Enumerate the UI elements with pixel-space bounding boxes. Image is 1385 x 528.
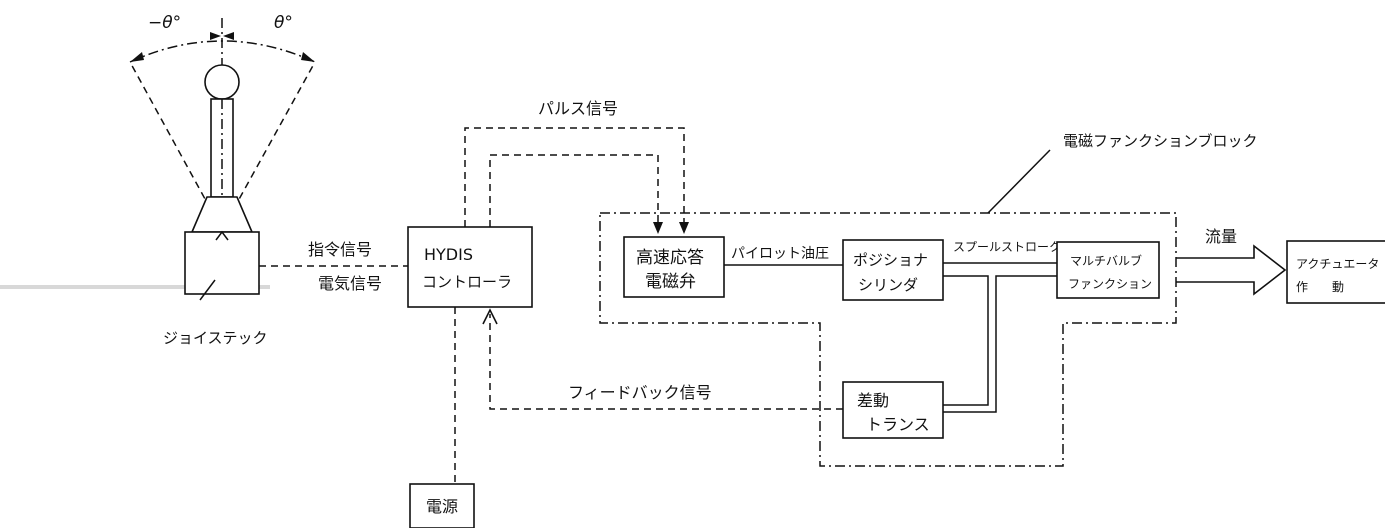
joystick-left-limit — [129, 61, 223, 231]
joystick-swing-arc — [129, 40, 316, 63]
pulse-signal-outer-path — [464, 127, 685, 227]
arc-arrow-left — [130, 52, 144, 62]
electric-signal-label: 電気信号 — [318, 274, 382, 293]
feedback-signal-path — [489, 314, 843, 410]
arc-arrow-right — [301, 52, 315, 62]
valve-label-1: 高速応答 — [636, 248, 704, 268]
joystick: −θ° θ° ジョイステック — [129, 13, 316, 347]
joystick-label-leader — [199, 279, 216, 301]
angle-right-label: θ° — [274, 13, 293, 33]
joystick-knob — [204, 64, 240, 100]
positioner-label-2: シリンダ — [858, 276, 918, 294]
controller-label-1: HYDIS — [424, 245, 473, 264]
actuator-label-1: アクチュエータ — [1296, 257, 1379, 271]
feedback-signal-label: フィードバック信号 — [568, 383, 712, 402]
angle-left-label: −θ° — [148, 13, 181, 33]
joystick-boot — [190, 196, 254, 233]
controller-box — [407, 226, 533, 308]
pulse-signal-label: パルス信号 — [538, 99, 618, 118]
pulse-signal-inner-path — [489, 154, 659, 227]
pulse-arrow-outer — [679, 222, 689, 234]
controller-label-2: コントローラ — [422, 273, 512, 291]
multivalve-label-1: マルチバルブ — [1070, 253, 1142, 268]
actuator-box — [1286, 240, 1385, 304]
linkage-line-b — [943, 275, 1057, 413]
pulse-arrow-inner — [653, 222, 663, 234]
function-block-boundary — [599, 212, 1177, 467]
command-signal-label: 指令信号 — [308, 240, 372, 259]
power-box — [409, 483, 475, 528]
positioner-label-1: ポジショナ — [853, 251, 928, 269]
feedback-arrow — [482, 308, 498, 325]
joystick-label: ジョイステック — [163, 329, 268, 347]
joystick-right-limit — [221, 61, 316, 231]
multivalve-label-2: ファンクション — [1068, 277, 1152, 291]
joystick-base — [184, 231, 260, 295]
actuator-label-2: 作 動 — [1296, 280, 1344, 294]
joystick-pivot-mark — [215, 230, 229, 241]
arc-arrow-center-left — [210, 32, 221, 40]
multivalve-box — [1056, 241, 1160, 299]
flow-arrow — [1176, 244, 1287, 296]
linkage-line-a — [943, 275, 989, 406]
flow-label: 流量 — [1205, 227, 1237, 246]
function-block-label: 電磁ファンクションブロック — [1063, 132, 1258, 150]
valve-box — [623, 236, 725, 298]
positioner-box — [842, 239, 944, 301]
spool-stroke-label: スプールストローク — [953, 240, 1061, 254]
arc-arrow-center-right — [223, 32, 234, 40]
valve-label-2: 電磁弁 — [645, 272, 696, 292]
transformer-box — [842, 381, 944, 439]
transformer-label-1: 差動 — [857, 391, 889, 410]
pilot-pressure-label: パイロット油圧 — [731, 246, 829, 262]
function-block-leader — [987, 149, 1051, 214]
power-label: 電源 — [426, 497, 458, 516]
transformer-label-2: トランス — [866, 415, 930, 434]
